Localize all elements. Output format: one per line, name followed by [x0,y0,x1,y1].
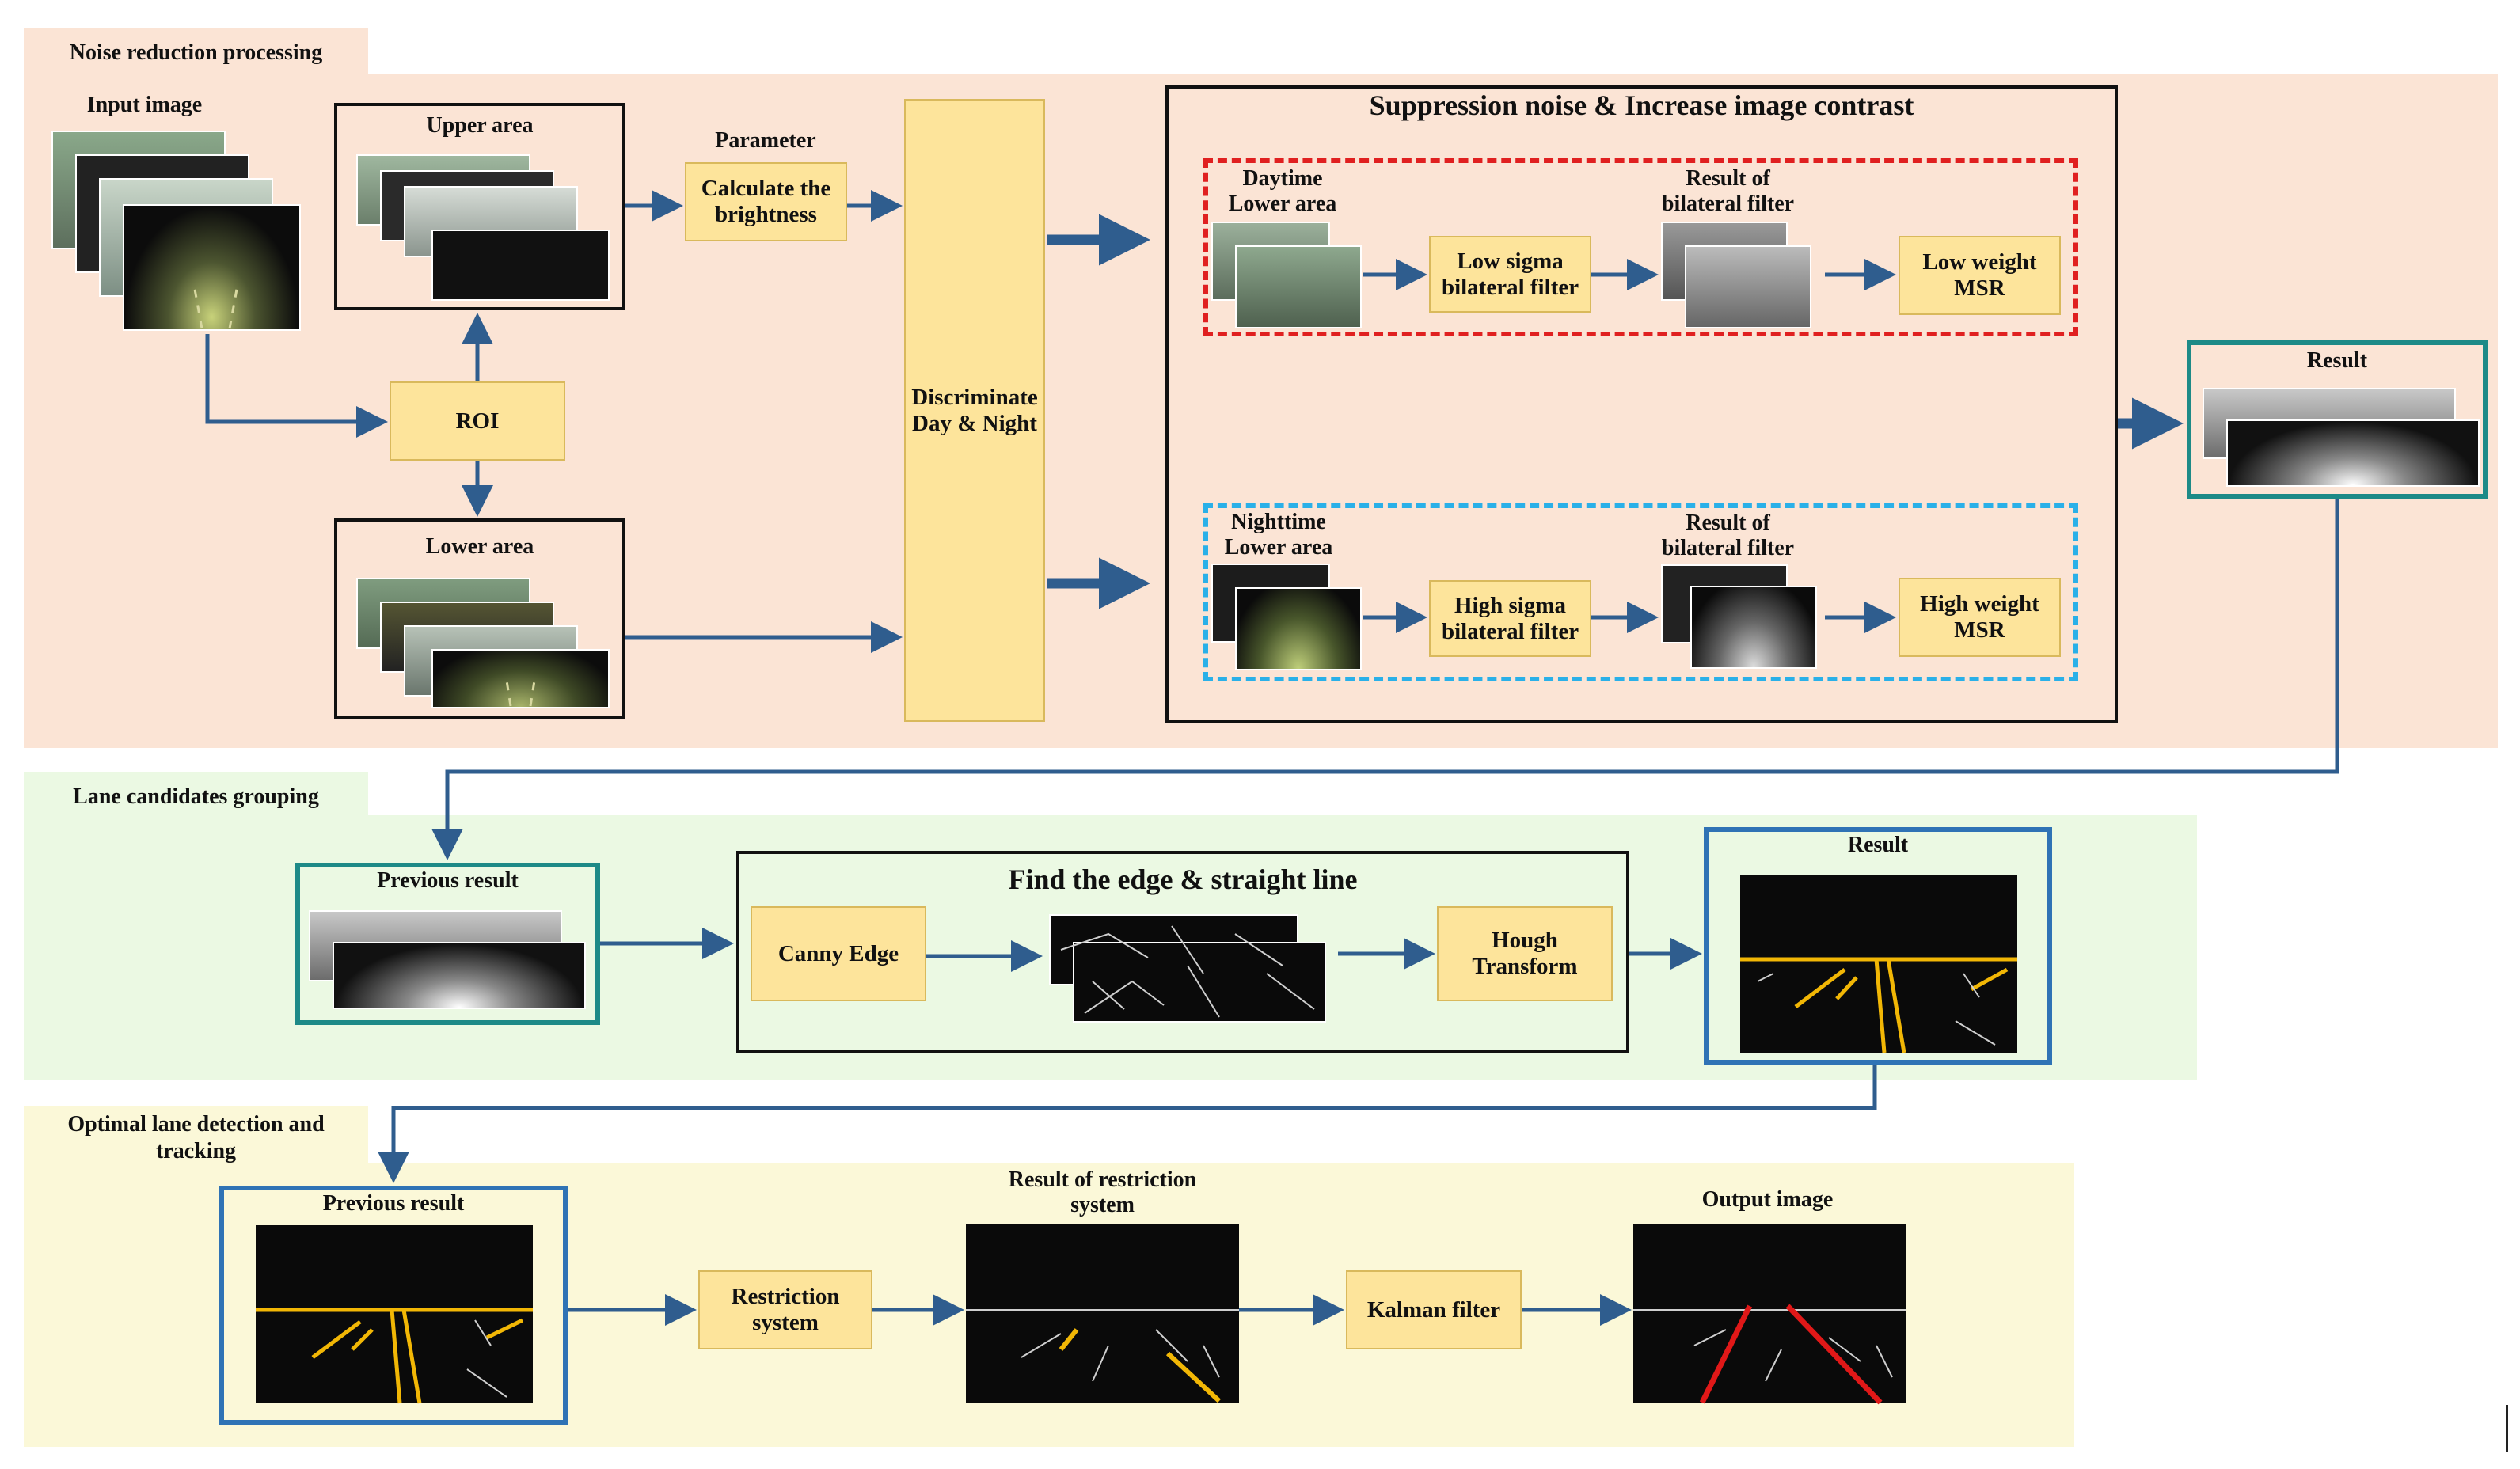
lower-area-frame-4 [431,649,610,708]
day-bilateral-frame-2 [1685,245,1811,328]
result-restriction-label: Result of restriction system [1008,1167,1197,1217]
optimal-previous-result-box [219,1186,568,1425]
noise-reduction-tab [24,28,368,75]
night-bilateral-result-label: Result of bilateral filter [1661,511,1795,560]
nighttime-lower-area-label: Nighttime Lower area [1224,510,1333,560]
find-edge-title: Find the edge & straight line [1008,864,1358,895]
upper-area-label: Upper area [426,113,534,138]
grouping-previous-result-label: Previous result [377,868,519,893]
daytime-frame-2 [1235,245,1362,328]
grouping-prev-frame-2 [333,942,586,1009]
noise-result-label: Result [2306,348,2368,373]
lane-grouping-tab [24,772,368,818]
hough-transform-box: Hough Transform [1437,906,1613,1001]
output-image [1633,1224,1906,1403]
daytime-lower-area-label: Daytime Lower area [1228,166,1337,216]
high-sigma-bilateral-filter-box: High sigma bilateral filter [1429,580,1591,657]
noise-reduction-title: Noise reduction processing [69,40,323,65]
output-image-label: Output image [1701,1187,1834,1212]
connector-grouping-to-optimal [378,1065,1877,1183]
night-bilateral-frame-2 [1690,586,1817,669]
kalman-filter-box: Kalman filter [1346,1270,1522,1349]
optimal-previous-image [256,1225,533,1403]
high-weight-msr-box: High weight MSR [1899,578,2061,657]
nighttime-frame-2 [1235,587,1362,670]
upper-area-box [334,103,625,310]
low-weight-msr-box: Low weight MSR [1899,236,2061,315]
upper-area-frame-4 [431,230,610,301]
suppression-title: Suppression noise & Increase image contr… [1369,89,1914,121]
calculate-brightness-box: Calculate the brightness [685,162,847,241]
input-image-label: Input image [86,93,203,117]
input-image-frame-4 [123,204,301,331]
lane-grouping-title: Lane candidates grouping [73,784,319,809]
parameter-label: Parameter [715,128,816,153]
canny-frame-2 [1073,942,1326,1023]
day-bilateral-result-label: Result of bilateral filter [1661,166,1795,216]
optimal-previous-result-label: Previous result [322,1191,465,1216]
canny-edge-box: Canny Edge [751,906,926,1001]
lower-area-label: Lower area [425,534,534,559]
grouping-result-image [1740,875,2017,1053]
roi-box: ROI [390,381,565,461]
grouping-previous-result-box [295,863,600,1025]
edge-mark [2506,1405,2508,1452]
daytime-group [1203,158,2078,336]
grouping-result-label: Result [1847,833,1909,857]
restriction-system-box: Restriction system [698,1270,872,1349]
result-restriction-image [966,1224,1239,1403]
optimal-lane-tab [24,1106,368,1166]
noise-result-frame-2 [2226,419,2480,487]
optimal-lane-title: Optimal lane detection and tracking [67,1112,325,1163]
discriminate-day-night-box: Discriminate Day & Night [904,99,1045,722]
low-sigma-bilateral-filter-box: Low sigma bilateral filter [1429,236,1591,313]
